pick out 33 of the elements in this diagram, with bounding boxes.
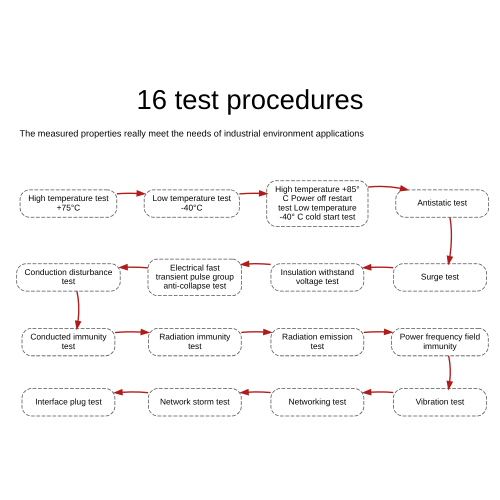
arrow [118, 264, 148, 271]
arrow [116, 190, 146, 197]
arrow [74, 291, 82, 330]
node-box: Surge test [393, 263, 487, 292]
diagram-title: 16 test procedures [136, 84, 364, 116]
arrow [240, 260, 271, 268]
arrow [364, 328, 394, 336]
node-box: Power frequency field immunity [391, 328, 489, 356]
node-box: Insulation withstand voltage test [270, 263, 364, 292]
arrow [115, 328, 150, 336]
arrow [362, 388, 394, 396]
arrow [241, 328, 273, 336]
node-box: High temperature +85° C Power off restart test Low temperature -40° C cold start test [266, 180, 368, 227]
arrow [362, 264, 394, 271]
node-box: High temperature test +75°C [20, 189, 118, 218]
arrow [446, 356, 454, 391]
arrow [239, 388, 271, 396]
node-box: Conducted immunity test [22, 328, 116, 356]
node-box: Electrical fast transient pulse group anti-collapse test [148, 258, 242, 296]
node-box: Vibration test [393, 388, 487, 416]
node-box: Conduction disturbance test [16, 263, 121, 292]
node-box: Network storm test [148, 388, 242, 416]
arrow [446, 217, 454, 266]
node-box: Networking test [270, 388, 364, 416]
label: The measured properties really meet the needs of industrial environment applications [20, 128, 364, 139]
arrow [113, 388, 148, 396]
arrow [239, 190, 269, 197]
node-box: Antistatic test [395, 189, 490, 218]
node-box: Low temperature test -40°C [144, 189, 240, 218]
node-box: Radiation immunity test [148, 328, 242, 356]
node-box: Interface plug test [22, 388, 116, 416]
node-box: Radiation emission test [270, 328, 364, 356]
arrow [368, 184, 410, 192]
